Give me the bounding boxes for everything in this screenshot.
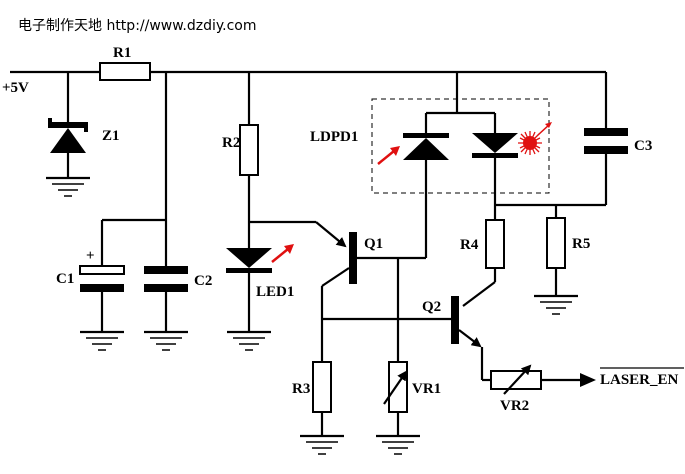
led1-label: LED1 xyxy=(256,284,294,300)
vr2-label: VR2 xyxy=(500,398,529,414)
r2-led-branch xyxy=(226,72,272,351)
resistor-r5 xyxy=(546,217,566,269)
arrow-right-icon xyxy=(580,373,596,387)
resistor-r1 xyxy=(99,62,151,81)
laser-en-output xyxy=(541,373,596,387)
led1-diode xyxy=(226,248,272,268)
r1-label: R1 xyxy=(113,45,131,61)
laser-en-label: LASER_EN xyxy=(600,372,679,388)
ldpd1-photodiode xyxy=(403,138,449,160)
vcc-label: +5V xyxy=(2,80,29,96)
potentiometer-vr1 xyxy=(376,258,420,455)
arrow-out-icon xyxy=(271,244,294,263)
c3-label: C3 xyxy=(634,138,652,154)
resistor-r4 xyxy=(485,219,505,269)
zener-z1 xyxy=(46,72,90,197)
r4-label: R4 xyxy=(460,237,479,253)
r5-label: R5 xyxy=(572,236,590,252)
resistor-r3-branch xyxy=(300,361,344,455)
q1-label: Q1 xyxy=(364,236,383,252)
ground-icon xyxy=(534,294,578,315)
capacitor-c2 xyxy=(144,266,188,351)
ground-icon xyxy=(46,176,90,197)
ldpd1-package-outline xyxy=(371,98,550,194)
ldpd1-laser-diode xyxy=(472,133,518,153)
q2-label: Q2 xyxy=(422,299,441,315)
resistor-r5-branch xyxy=(534,205,578,315)
c2-label: C2 xyxy=(194,273,212,289)
resistor-r2 xyxy=(239,124,259,176)
site-header: 电子制作天地 http://www.dzdiy.com xyxy=(18,18,257,34)
z1-label: Z1 xyxy=(102,128,120,144)
ground-icon xyxy=(144,330,188,351)
r3-label: R3 xyxy=(292,381,310,397)
ground-icon xyxy=(227,330,271,351)
ldpd1-module xyxy=(403,72,606,258)
transistor-q1 xyxy=(249,220,426,362)
r2-label: R2 xyxy=(222,135,240,151)
arrow-in-icon xyxy=(377,146,400,165)
supply-rail xyxy=(10,70,608,128)
capacitor-branch xyxy=(100,72,168,266)
potentiometer-vr2 xyxy=(490,364,542,395)
capacitor-c1 xyxy=(79,265,125,351)
resistor-r3 xyxy=(312,361,332,413)
ground-icon xyxy=(80,330,124,351)
vr1-label: VR1 xyxy=(412,381,441,397)
c1-label: C1 xyxy=(56,271,74,287)
ground-icon xyxy=(376,434,420,455)
ldpd1-label: LDPD1 xyxy=(310,129,358,145)
ground-icon xyxy=(300,434,344,455)
transistor-q2 xyxy=(322,296,491,382)
starburst-icon xyxy=(518,122,552,155)
capacitor-c3 xyxy=(584,128,628,205)
c1-plus-label: + xyxy=(86,248,95,264)
